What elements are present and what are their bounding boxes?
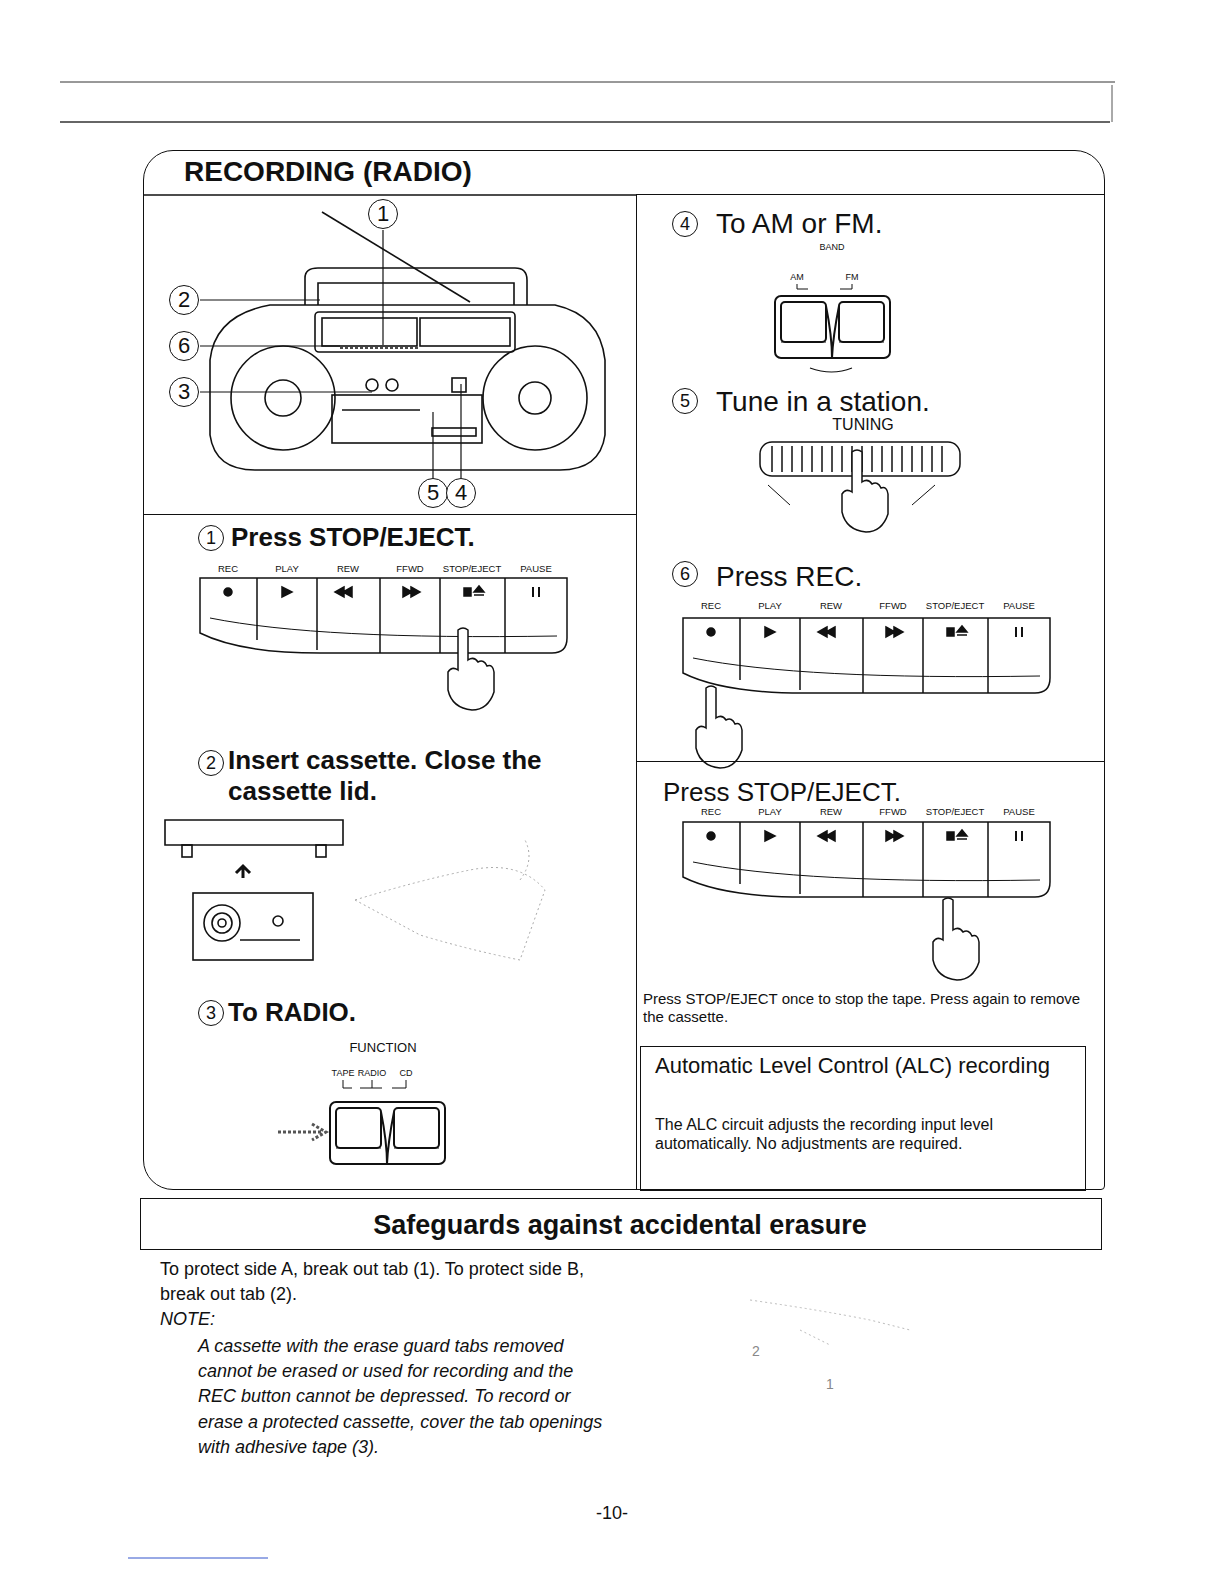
note-text: A cassette with the erase guard tabs rem… — [198, 1334, 608, 1460]
body-text: Press REC. — [716, 560, 862, 594]
step-number: 5 — [672, 388, 698, 414]
body-text: Tune in a station. — [716, 385, 930, 419]
label: STOP/EJECT — [443, 563, 501, 574]
step-number: 3 — [198, 1000, 224, 1026]
label: BAND — [819, 242, 844, 253]
label: -10- — [596, 1503, 628, 1525]
label: PLAY — [275, 563, 299, 574]
step-heading: To AM or FM. — [716, 207, 882, 241]
callout-number: 4 — [446, 478, 476, 508]
heading-band: Safeguards against accidental erasure — [140, 1198, 1102, 1250]
label: FFWD — [396, 563, 423, 574]
step-number: 4 — [672, 211, 698, 237]
label: RADIO — [358, 1068, 387, 1079]
label: FUNCTION — [349, 1040, 416, 1056]
callout-number: 5 — [418, 478, 448, 508]
callout-number: 1 — [368, 199, 398, 229]
label: REW — [820, 600, 842, 611]
label: TUNING — [832, 415, 893, 434]
instruction-cell: Press STOP/EJECT. Insert cassette. Close … — [144, 514, 637, 1189]
step-heading: Safeguards against accidental erasure — [141, 1209, 1099, 1241]
label: REW — [337, 563, 359, 574]
step-number: 6 — [672, 561, 698, 587]
label: REC — [701, 600, 721, 611]
body-text: Press STOP/EJECT once to stop the tape. … — [643, 990, 1093, 1026]
step-heading: Press STOP/EJECT. — [663, 777, 901, 808]
body-text: The ALC circuit adjusts the recording in… — [655, 1115, 1075, 1153]
label: REC — [701, 806, 721, 817]
label: REC — [218, 563, 238, 574]
callout-number: 3 — [169, 377, 199, 407]
label: PAUSE — [1003, 806, 1035, 817]
step-heading: RECORDING (RADIO) — [184, 155, 472, 189]
label: STOP/EJECT — [926, 806, 984, 817]
label: NOTE: — [160, 1309, 215, 1331]
callout-number: 2 — [169, 285, 199, 315]
label: PAUSE — [520, 563, 552, 574]
label: 1 — [826, 1376, 834, 1393]
label: FFWD — [879, 600, 906, 611]
callout-number: 6 — [169, 331, 199, 361]
label: FFWD — [879, 806, 906, 817]
label: REW — [820, 806, 842, 817]
step-number: 2 — [198, 750, 224, 776]
label: AM — [790, 272, 804, 283]
instruction-cell: To AM or FM. Tune in a station. Press REC. — [636, 194, 1104, 761]
label: 2 — [752, 1343, 760, 1360]
note-text: To protect side A, break out tab (1). To… — [160, 1257, 610, 1307]
label: PAUSE — [1003, 600, 1035, 611]
section-panel: RECORDING (RADIO) Press STOP/EJECT. Insert… — [143, 150, 1105, 1190]
body-text: Insert cassette. Close the cassette lid. — [228, 745, 618, 807]
label: PLAY — [758, 600, 782, 611]
instruction-cell: Automatic Level Control (ALC) recordingT… — [640, 1046, 1086, 1191]
step-number: 1 — [198, 525, 224, 551]
label: STOP/EJECT — [926, 600, 984, 611]
label: TAPE — [332, 1068, 355, 1079]
label: PLAY — [758, 806, 782, 817]
step-heading: Automatic Level Control (ALC) recording — [655, 1053, 1075, 1079]
label: CD — [400, 1068, 413, 1079]
instruction-cell: Press STOP/EJECT. Press STOP/EJECT once t… — [636, 761, 1104, 1046]
label: FM — [846, 272, 859, 283]
step-heading: Press STOP/EJECT. — [231, 522, 475, 553]
body-text: To RADIO. — [228, 997, 356, 1028]
